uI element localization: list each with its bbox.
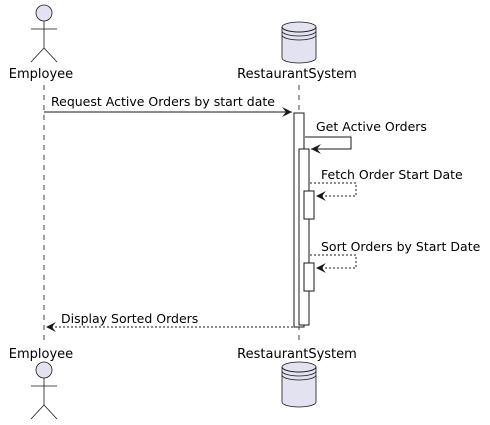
participant-label-employee-top: Employee <box>9 67 73 82</box>
actor-employee-bottom <box>30 361 58 420</box>
database-restaurant-system-top <box>281 21 317 64</box>
participant-label-employee-bottom: Employee <box>9 347 73 362</box>
activation-sort <box>303 262 315 292</box>
message-label-display: Display Sorted Orders <box>61 311 198 326</box>
message-label-request: Request Active Orders by start date <box>51 94 275 109</box>
message-get-active: Get Active Orders <box>305 119 427 154</box>
activation-fetch-start <box>303 190 315 220</box>
message-sort: Sort Orders by Start Date <box>310 239 481 273</box>
message-display: Display Sorted Orders <box>46 311 293 332</box>
actor-employee-top <box>30 4 58 63</box>
actor-head <box>35 4 53 22</box>
activation-get-active <box>298 148 310 326</box>
database-restaurant-system-bottom <box>281 361 317 408</box>
message-label-sort: Sort Orders by Start Date <box>321 239 481 254</box>
message-label-fetch-start: Fetch Order Start Date <box>321 167 463 182</box>
participant-label-restaurant-system-top: RestaurantSystem <box>237 67 357 82</box>
message-label-get-active: Get Active Orders <box>316 119 427 134</box>
message-request: Request Active Orders by start date <box>44 94 292 117</box>
actor-head <box>35 361 53 379</box>
participant-label-restaurant-system-bottom: RestaurantSystem <box>237 347 357 362</box>
message-fetch-start: Fetch Order Start Date <box>310 167 463 201</box>
